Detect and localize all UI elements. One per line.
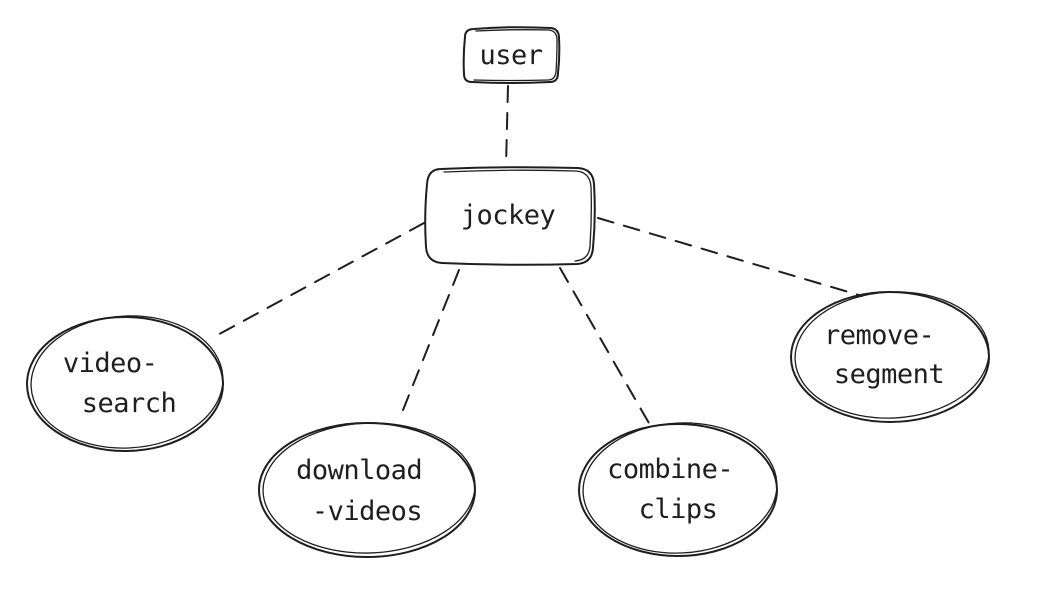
node-video-search-line-2: search xyxy=(82,388,177,419)
edge-jockey-remove-segment xyxy=(597,217,863,297)
node-user[interactable]: user xyxy=(462,26,561,84)
node-user-line-1: user xyxy=(479,40,542,71)
node-download-videos[interactable]: download -videos xyxy=(258,419,477,558)
node-video-search-line-1: video- xyxy=(63,348,158,379)
edge-jockey-download-videos xyxy=(402,269,460,411)
node-user-label: user xyxy=(479,40,542,71)
node-download-videos-label: download -videos xyxy=(296,455,438,527)
node-jockey[interactable]: jockey xyxy=(424,166,596,266)
node-combine-clips-line-2: clips xyxy=(639,494,718,525)
edge-jockey-combine-clips xyxy=(559,267,651,426)
node-jockey-line-1: jockey xyxy=(461,200,556,231)
node-video-search[interactable]: video- search xyxy=(26,311,226,453)
node-combine-clips-label: combine- clips xyxy=(607,454,749,525)
node-remove-segment-line-1: remove- xyxy=(824,320,934,351)
node-combine-clips-line-1: combine- xyxy=(607,454,733,485)
node-video-search-label: video- search xyxy=(63,348,176,419)
node-remove-segment-line-2: segment xyxy=(834,359,944,390)
node-download-videos-line-2: -videos xyxy=(312,496,422,527)
edge-user-jockey xyxy=(505,85,509,167)
node-remove-segment[interactable]: remove- segment xyxy=(790,287,992,423)
node-remove-segment-label: remove- segment xyxy=(824,320,950,390)
node-download-videos-line-1: download xyxy=(296,455,422,486)
edges xyxy=(211,85,863,426)
node-combine-clips[interactable]: combine- clips xyxy=(578,418,780,558)
edge-jockey-video-search xyxy=(211,222,425,339)
node-jockey-label: jockey xyxy=(461,200,556,231)
